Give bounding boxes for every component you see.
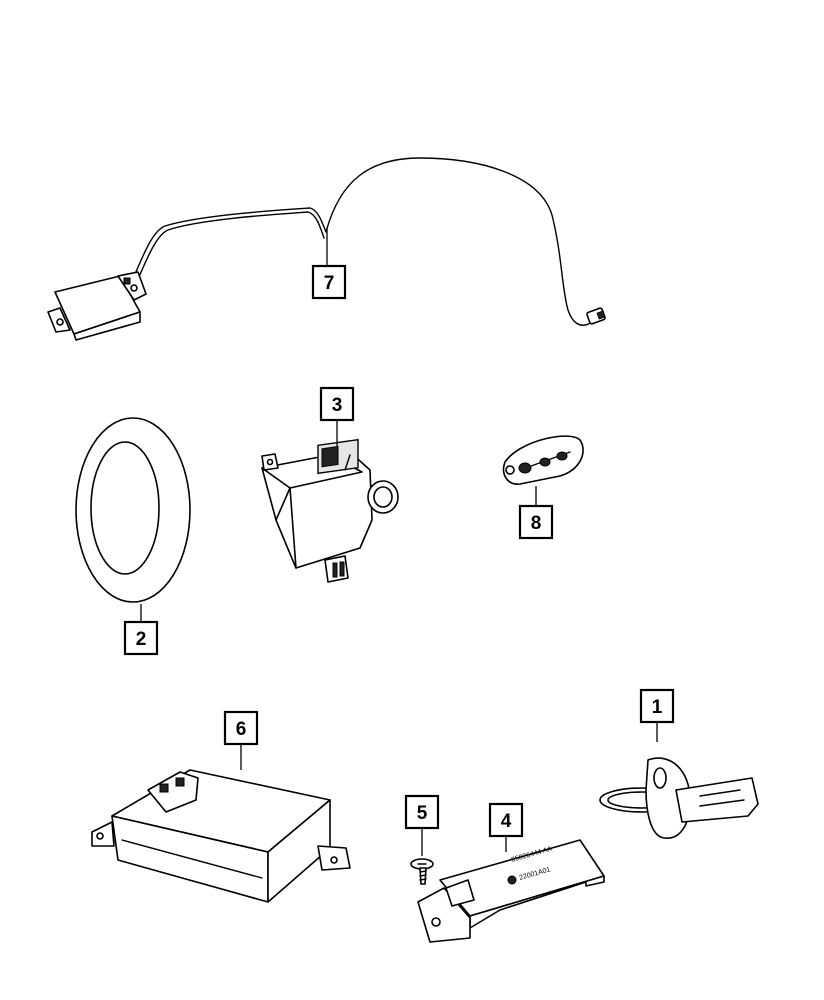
callout-1-label: 1 [652, 697, 663, 718]
callout-8-label: 8 [531, 513, 542, 534]
part-4-bracket: 05026444 AA 22001A01 [417, 839, 605, 943]
callout-3-label: 3 [332, 395, 343, 416]
callout-5-label: 5 [417, 803, 428, 824]
cable-connector [586, 307, 606, 325]
callout-2-label: 2 [136, 629, 147, 650]
antenna-cable [129, 157, 593, 326]
callout-6: 6 [223, 710, 259, 770]
part-2-ring [75, 417, 191, 603]
callout-7: 7 [311, 228, 347, 300]
part-5-screw [410, 858, 434, 885]
callout-3: 3 [319, 386, 355, 446]
part-6-control-module [91, 769, 351, 903]
callout-5: 5 [404, 794, 440, 856]
antenna-module [47, 271, 147, 341]
part-8-key-fob [502, 435, 584, 485]
callout-6-label: 6 [236, 719, 247, 740]
part-3-ignition-module [261, 438, 399, 583]
callout-1: 1 [639, 688, 675, 742]
part-1-key [599, 757, 759, 839]
callout-2: 2 [123, 604, 159, 656]
callout-7-label: 7 [324, 273, 335, 294]
callout-8: 8 [518, 486, 554, 540]
callout-4: 4 [488, 802, 524, 852]
callout-4-label: 4 [501, 811, 512, 832]
part-7-antenna-cable [47, 157, 606, 341]
